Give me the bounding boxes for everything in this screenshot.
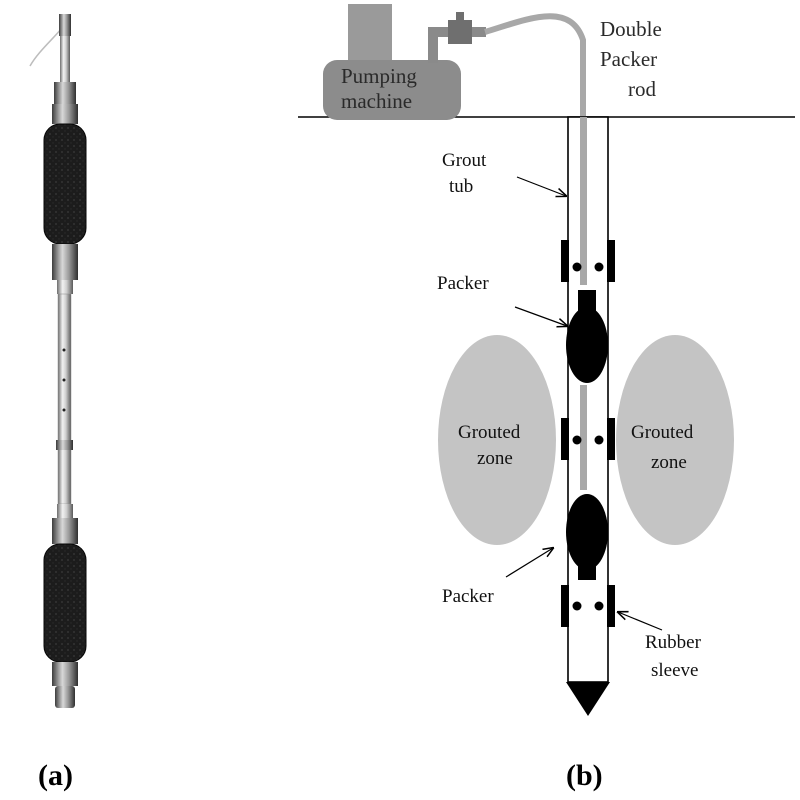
packer-lower [566,494,608,580]
bottom-cap [55,686,75,708]
machine-body [323,60,461,120]
upper-neck [57,280,73,294]
packer-label-top: Packer [437,273,489,294]
rubber-sleeve-label: sleeve [651,660,698,681]
rod-port [62,348,66,352]
grout-pipe-middle [580,385,587,490]
pumping-machine [323,4,486,120]
lower-upper-collar [52,518,78,544]
grout-pipe-upper [580,117,587,285]
valve [448,20,472,44]
lower-rubber-packer [43,543,87,663]
rubber-sleeve-lower [561,585,615,627]
double-packer-rod-label: rod [628,77,656,101]
grouted-zone-right-label: zone [651,452,687,473]
machine-outlet [428,27,438,63]
grout-hose [484,13,586,120]
rubber-sleeve-middle [561,418,615,460]
pumping-machine-label: Pumping [341,64,417,88]
caption-b: (b) [566,759,603,792]
grout-tub-arrow [516,176,566,196]
packer-label-bottom: Packer [442,586,494,607]
upper-lower-collar [52,244,78,280]
cable-wire [29,27,63,67]
rubber-sleeve-arrow [618,612,663,631]
top-coupling [54,82,76,104]
valve-handle [456,12,464,22]
valve-outlet [472,27,486,37]
rod-joint [56,440,73,450]
top-connector [59,14,71,36]
rod-port [62,408,66,412]
grouted-zone-right [616,335,734,545]
packer-photo [29,14,87,708]
packer-top-arrow [514,306,567,326]
grouted-zone-left-label: zone [477,448,513,469]
upper-rubber-packer [43,123,87,245]
lower-collar [52,662,78,686]
grouted-zone-right-label: Grouted [631,422,694,443]
double-packer-rod-label: Packer [600,47,657,71]
double-packer-rod-label: Double [600,17,662,41]
rod-port [62,378,66,382]
casing-tube [567,116,609,683]
upper-collar [52,104,78,124]
grouted-zone-left-label: Grouted [458,422,521,443]
outlet-pipe [428,27,460,37]
rubber-sleeve-upper [561,240,615,282]
drill-tip [566,682,610,716]
grout-tub-label: Grout [442,150,487,171]
machine-tower [348,4,392,64]
caption-a: (a) [38,759,73,792]
packer-bottom-arrow [505,548,553,578]
grouted-zone-left [438,335,556,545]
rubber-sleeve-label: Rubber [645,632,702,653]
center-rod [57,293,72,505]
pumping-machine-label: machine [341,89,412,113]
packer-upper [566,290,608,383]
grout-tub-label: tub [449,176,473,197]
top-stem [60,36,70,82]
lower-neck [57,504,73,518]
